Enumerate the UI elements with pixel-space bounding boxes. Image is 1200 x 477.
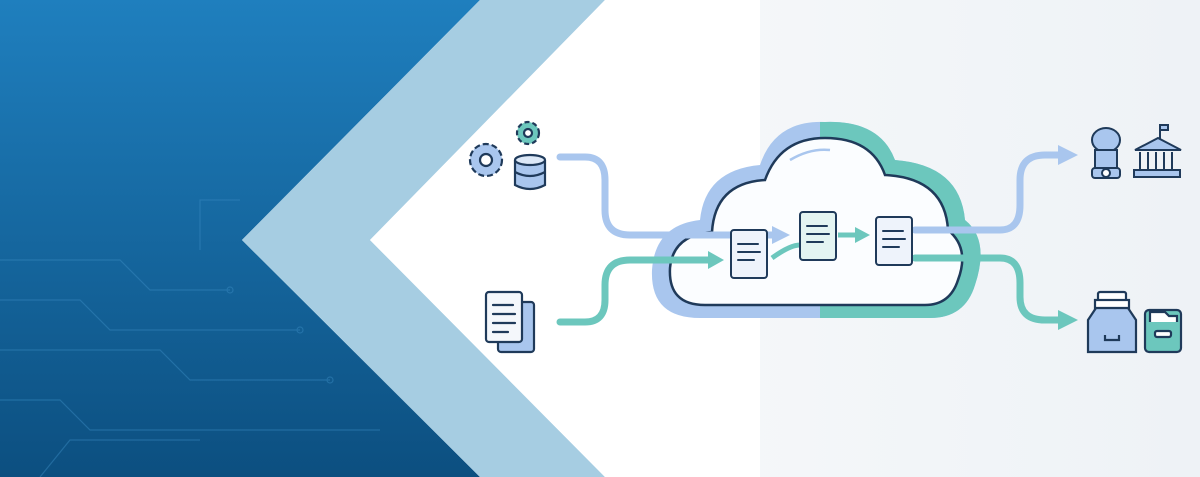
chevron-band (242, 0, 605, 477)
document-icon (730, 229, 768, 279)
document-icon (799, 211, 837, 261)
blue-flow-out (911, 151, 1064, 234)
arrow-icon (1058, 145, 1078, 165)
teal-flow-out (911, 254, 1064, 324)
documents-icon (484, 290, 536, 354)
archive-box-icon (1086, 290, 1138, 354)
file-cabinet-icon (1143, 308, 1183, 354)
government-building-icon (1133, 124, 1182, 178)
database-icon (513, 153, 547, 191)
arrow-icon (1058, 310, 1078, 330)
arrow-icon (708, 251, 724, 269)
emblem-icon (1091, 127, 1121, 179)
white-chevron-area (370, 0, 760, 477)
teal-flow-mid (770, 242, 801, 261)
circuit-pattern (0, 199, 380, 477)
document-icon (875, 216, 913, 266)
arrow-icon (855, 227, 870, 243)
gears-icon (468, 120, 541, 178)
blue-flow-in (556, 153, 779, 239)
teal-flow-in (556, 256, 714, 326)
left-blue-panel (0, 0, 480, 477)
arrow-icon (772, 226, 790, 244)
